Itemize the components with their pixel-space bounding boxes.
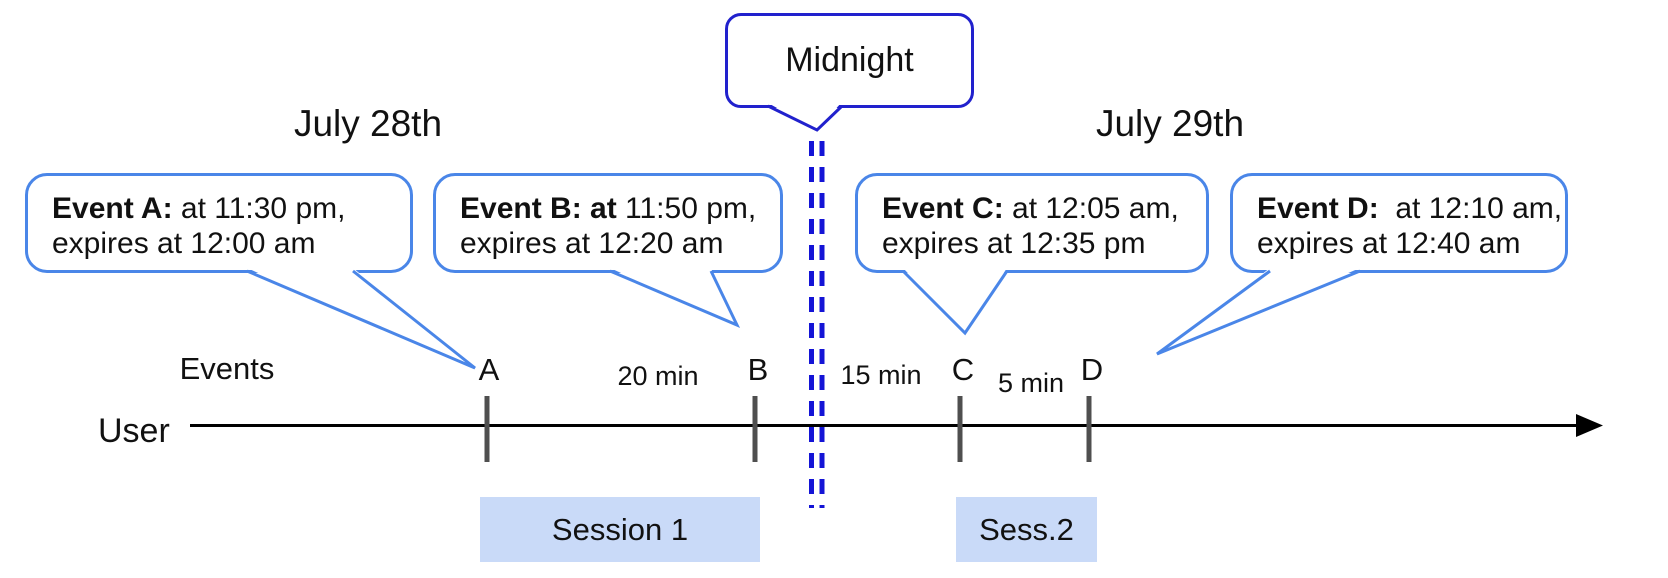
session-1-box: Session 1 bbox=[480, 497, 760, 562]
midnight-callout: Midnight bbox=[725, 13, 974, 108]
event-d-tail-fill bbox=[1157, 268, 1360, 354]
tick-label-b: B bbox=[747, 352, 769, 387]
event-d-line2: expires at 12:40 am bbox=[1257, 227, 1521, 260]
event-b-tail-fill bbox=[610, 268, 737, 325]
event-b-callout: Event B: at 11:50 pm, expires at 12:20 a… bbox=[433, 173, 783, 273]
session-2-box: Sess.2 bbox=[956, 497, 1097, 562]
event-d-tail bbox=[1156, 269, 1361, 356]
event-a-line1: Event A: at 11:30 pm, bbox=[52, 192, 346, 225]
gap-label-5min: 5 min bbox=[997, 368, 1065, 398]
tick-label-c: C bbox=[951, 352, 975, 387]
event-c-callout: Event C: at 12:05 am, expires at 12:35 p… bbox=[855, 173, 1209, 273]
date-label-july-29: July 29th bbox=[1095, 103, 1245, 144]
event-b-line1: Event B: at 11:50 pm, bbox=[460, 192, 757, 225]
event-b-line2: expires at 12:20 am bbox=[460, 227, 724, 260]
tick-label-a: A bbox=[478, 352, 500, 387]
event-c-tail bbox=[901, 269, 1009, 336]
event-b-tail bbox=[609, 269, 741, 328]
event-a-callout: Event A: at 11:30 pm, expires at 12:00 a… bbox=[25, 173, 413, 273]
event-d-line1: Event D: at 12:10 am, bbox=[1257, 192, 1563, 225]
session-2-label: Sess.2 bbox=[979, 511, 1074, 547]
event-a-line2: expires at 12:00 am bbox=[52, 227, 316, 260]
gap-label-20min: 20 min bbox=[617, 361, 699, 391]
user-axis-label: User bbox=[98, 412, 170, 450]
session-1-label: Session 1 bbox=[551, 511, 689, 547]
event-c-line1: Event C: at 12:05 am, bbox=[882, 192, 1179, 225]
event-c-line2: expires at 12:35 pm bbox=[882, 227, 1146, 260]
timeline-arrowhead bbox=[1576, 414, 1603, 437]
event-d-callout: Event D: at 12:10 am, expires at 12:40 a… bbox=[1230, 173, 1568, 273]
midnight-tail bbox=[767, 104, 843, 132]
gap-label-15min: 15 min bbox=[840, 360, 922, 390]
midnight-label: Midnight bbox=[785, 41, 914, 79]
tick-label-d: D bbox=[1080, 352, 1104, 387]
event-c-tail-fill bbox=[903, 268, 1007, 333]
date-label-july-28: July 28th bbox=[293, 103, 443, 144]
events-axis-label: Events bbox=[179, 351, 275, 386]
